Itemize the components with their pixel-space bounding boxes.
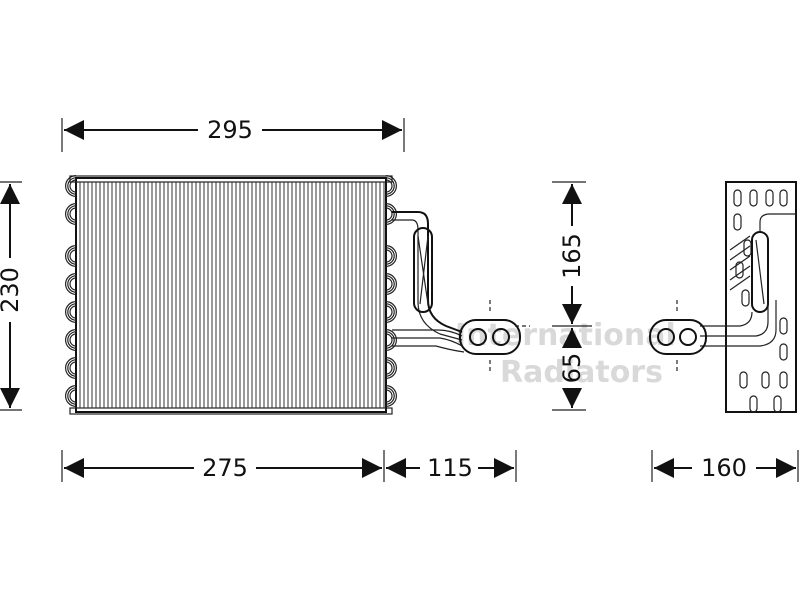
- dimension-295: 295: [61, 116, 405, 152]
- dimension-115: 115: [386, 450, 517, 482]
- dimension-label-115: 115: [427, 454, 473, 482]
- dimension-160: 160: [651, 450, 799, 482]
- dimension-label-65: 65: [558, 353, 586, 384]
- dimension-label-230: 230: [0, 267, 24, 313]
- dimension-label-160: 160: [701, 454, 747, 482]
- left-tube-bends: [65, 175, 77, 407]
- outlet-pipes: [392, 211, 465, 353]
- core-front-view: [65, 175, 530, 415]
- receiver-drier: [413, 227, 433, 313]
- dimension-65: 65: [552, 328, 586, 411]
- side-pipes: [700, 213, 796, 347]
- dimension-275: 275: [61, 450, 385, 482]
- dimension-165: 165: [552, 181, 592, 327]
- dimension-230: 230: [0, 181, 24, 411]
- side-core-outline: [725, 181, 797, 413]
- side-connector-flange: [649, 300, 707, 372]
- side-view: [649, 181, 797, 413]
- connector-flange: [459, 300, 530, 372]
- side-slots: [729, 189, 788, 413]
- dimension-label-275: 275: [202, 454, 248, 482]
- core-bottom-tank: [69, 407, 393, 415]
- core-fins: [79, 182, 385, 408]
- dimension-label-165: 165: [558, 233, 586, 279]
- watermark-line2: Radiators: [500, 355, 663, 390]
- dimension-label-295: 295: [207, 116, 253, 144]
- watermark-line1: International: [455, 318, 676, 353]
- right-tube-bends: [385, 175, 397, 407]
- core-outline: [75, 177, 387, 413]
- core-top-tank: [69, 175, 393, 183]
